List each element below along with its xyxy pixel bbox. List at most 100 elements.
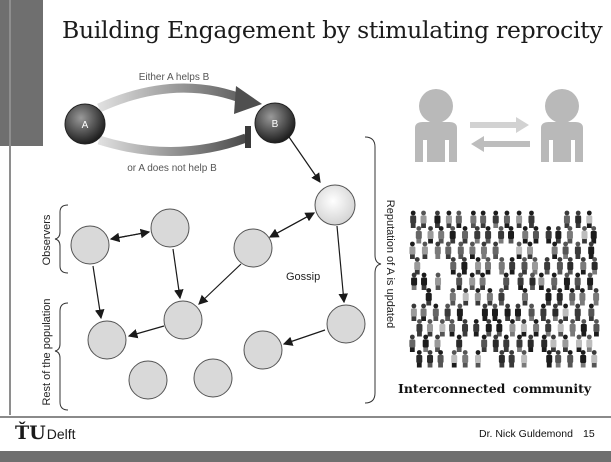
crowd-person [421, 272, 428, 290]
crowd-person [586, 210, 593, 228]
crowd-person [416, 319, 423, 337]
crowd-person [563, 272, 570, 290]
crowd-person [551, 272, 558, 290]
gossip-arrow [282, 329, 326, 346]
crowd-person [456, 272, 463, 290]
crowd-person [591, 350, 598, 368]
crowd-person [527, 334, 534, 352]
crowd-person [414, 257, 421, 275]
crowd-person [587, 272, 594, 290]
crowd-person [411, 272, 418, 290]
observers-brace [54, 204, 69, 274]
crowd-caption: Interconnected community [398, 381, 592, 396]
crowd-person [521, 288, 528, 306]
crowd-person [457, 241, 464, 259]
crowd-person [462, 226, 469, 244]
crowd-person [427, 226, 434, 244]
crowd-person [496, 319, 503, 337]
crowd-person [498, 288, 505, 306]
reputation-label: Reputation of A is updated [384, 200, 396, 328]
crowd-person [562, 241, 569, 259]
crowd-person [475, 257, 482, 275]
crowd-person [529, 272, 536, 290]
tudelft-logo-text: Delft [46, 426, 76, 442]
crowd-person [575, 210, 582, 228]
crowd-person [555, 226, 562, 244]
crowd-person [562, 334, 569, 352]
crowd-person [426, 319, 433, 337]
crowd-person [556, 257, 563, 275]
not-help-label: or A does not help B [127, 163, 217, 174]
crowd-person [415, 226, 422, 244]
footer-divider [0, 416, 611, 418]
population-node [163, 300, 203, 340]
slide-title: Building Engagement by stimulating repro… [62, 16, 603, 44]
crowd-person [485, 319, 492, 337]
gossip-arrow [92, 265, 105, 320]
crowd-person [580, 350, 587, 368]
crowd-person [451, 350, 458, 368]
crowd-person [470, 210, 477, 228]
crowd-person [528, 210, 535, 228]
observer-node [314, 184, 356, 226]
tudelft-logo-mark: ŤU [15, 422, 46, 444]
crowd-person [588, 241, 595, 259]
gossip-arrow [109, 231, 150, 243]
crowd-person [569, 288, 576, 306]
crowd-person [435, 272, 442, 290]
population-node [128, 360, 168, 400]
slide-accent-bar [0, 0, 43, 146]
crowd-person [486, 288, 493, 306]
crowd-person [581, 226, 588, 244]
crowd-person [545, 288, 552, 306]
crowd-person [410, 303, 417, 321]
node-b-label: B [272, 119, 279, 130]
crowd-person [593, 288, 600, 306]
tudelft-logo: ŤU Delft [15, 422, 76, 444]
not-help-bar [97, 133, 248, 157]
crowd-person [409, 241, 416, 259]
observer-node [150, 208, 190, 248]
crowd-person [469, 241, 476, 259]
crowd-person [591, 257, 598, 275]
crowd-person [498, 257, 505, 275]
crowd-person [434, 210, 441, 228]
crowd-person [593, 319, 600, 337]
crowd-person [416, 350, 423, 368]
gossip-arrow [127, 325, 165, 339]
crowd-person [503, 272, 510, 290]
gossip-arrow [198, 263, 242, 305]
person-icon [415, 89, 457, 162]
crowd-person [516, 241, 523, 259]
crowd-person [492, 334, 499, 352]
crowd-person [533, 319, 540, 337]
crowd-person [491, 303, 498, 321]
crowd-person [503, 210, 510, 228]
crowd-person [540, 303, 547, 321]
crowd-person [434, 241, 441, 259]
population-brace [54, 302, 69, 411]
not-help-stop [245, 126, 251, 148]
crowd-person [425, 288, 432, 306]
gossip-arrow [268, 212, 315, 238]
crowd-person [538, 272, 545, 290]
crowd-person [546, 350, 553, 368]
crowd-person [550, 334, 557, 352]
crowd-person [473, 319, 480, 337]
crowd-person [445, 241, 452, 259]
crowd-person [420, 210, 427, 228]
crowd-person [449, 226, 456, 244]
node-a [64, 103, 106, 145]
crowd-person [432, 303, 439, 321]
crowd-person [481, 334, 488, 352]
crowd-person [475, 350, 482, 368]
crowd-person [551, 241, 558, 259]
crowd-person [410, 210, 417, 228]
population-node [243, 330, 283, 370]
gossip-arrow [172, 248, 184, 300]
crowd-person [462, 319, 469, 337]
crowd-person [541, 334, 548, 352]
crowd-person [528, 303, 535, 321]
author-name: Dr. Nick Guldemond [479, 428, 573, 440]
crowd-person [449, 319, 456, 337]
